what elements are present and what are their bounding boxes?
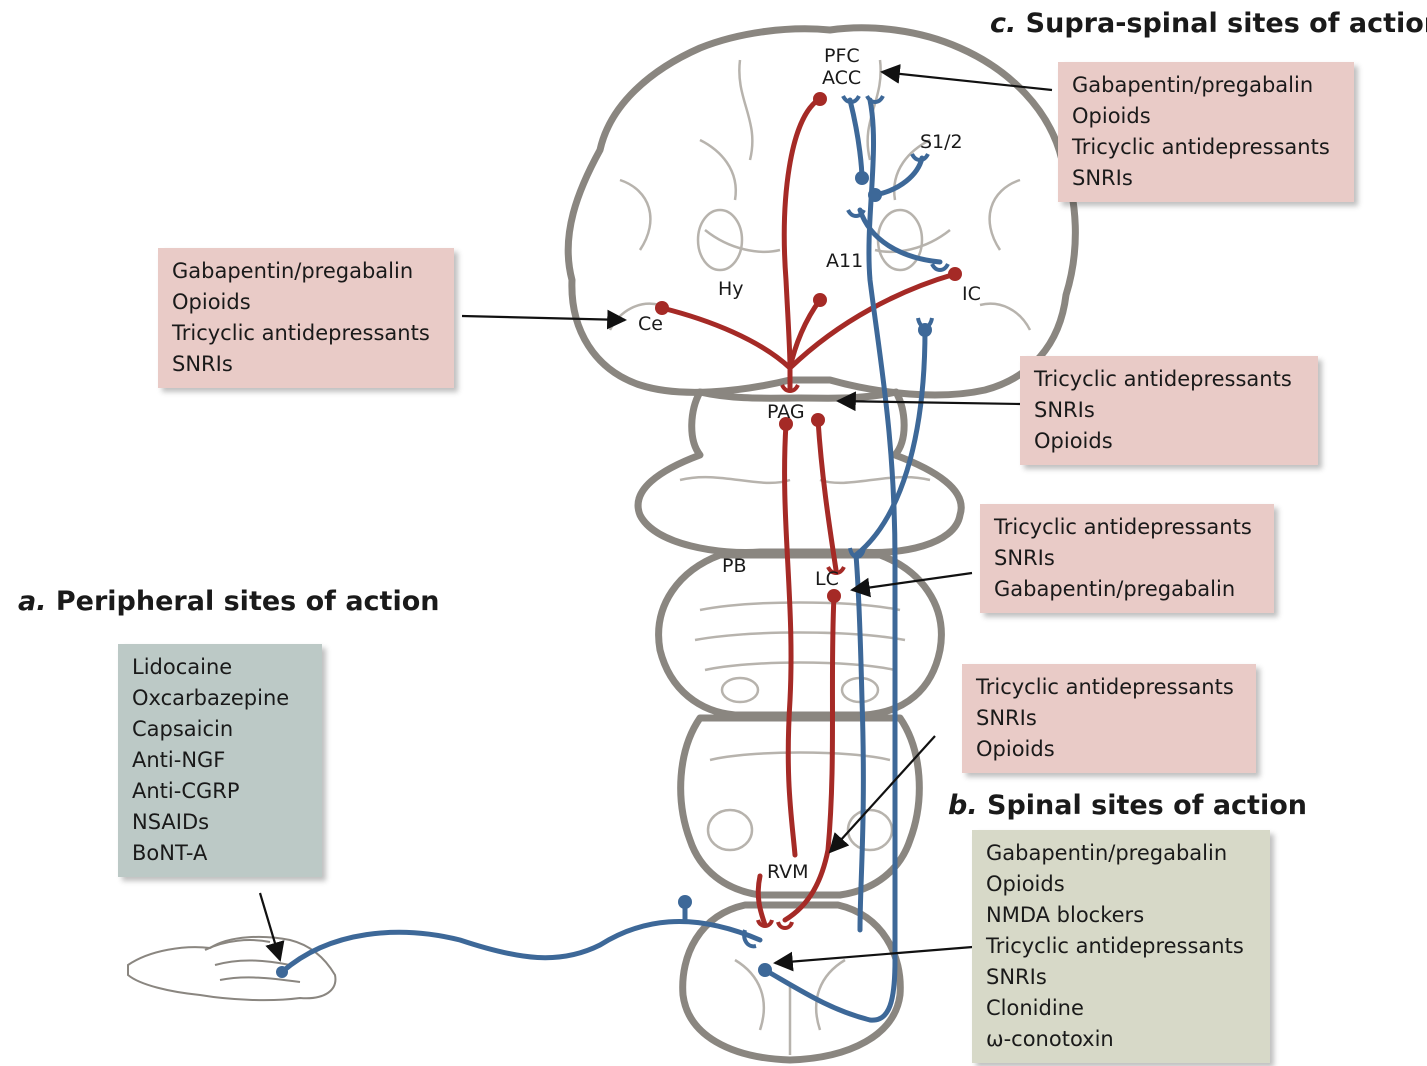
drug-item: SNRIs (1072, 163, 1340, 194)
region-label-pag: PAG (767, 401, 805, 423)
drug-item: SNRIs (172, 349, 440, 380)
rvm-drug-box: Tricyclic antidepressants SNRIs Opioids (962, 664, 1256, 773)
region-label-s12: S1/2 (920, 131, 963, 153)
drug-item: Tricyclic antidepressants (1072, 132, 1340, 163)
drug-item: SNRIs (1034, 395, 1304, 426)
pons-outline (659, 555, 942, 715)
drug-item: Tricyclic antidepressants (976, 672, 1242, 703)
drug-item: Opioids (172, 287, 440, 318)
drug-item: Clonidine (986, 993, 1256, 1024)
hand-illustration (128, 937, 335, 1000)
drug-item: Gabapentin/pregabalin (1072, 70, 1340, 101)
drug-item: Capsaicin (132, 714, 308, 745)
region-label-ic: IC (962, 283, 981, 305)
drug-item: Gabapentin/pregabalin (172, 256, 440, 287)
peripheral-heading-text: Peripheral sites of action (56, 586, 440, 617)
drug-item: BoNT-A (132, 838, 308, 869)
spinal-heading: b. Spinal sites of action (948, 790, 1307, 821)
acc-drug-box: Gabapentin/pregabalin Opioids Tricyclic … (1058, 62, 1354, 202)
drug-item: Tricyclic antidepressants (994, 512, 1260, 543)
drug-item: SNRIs (976, 703, 1242, 734)
region-label-hy: Hy (718, 278, 744, 300)
pag-drug-box: Tricyclic antidepressants SNRIs Opioids (1020, 356, 1318, 465)
spinal-drug-box: Gabapentin/pregabalin Opioids NMDA block… (972, 830, 1270, 1063)
drug-item: Opioids (1034, 426, 1304, 457)
drug-item: Anti-NGF (132, 745, 308, 776)
drug-item: Oxcarbazepine (132, 683, 308, 714)
drug-item: Opioids (1072, 101, 1340, 132)
lc-drug-box: Tricyclic antidepressants SNRIs Gabapent… (980, 504, 1274, 613)
supraspinal-heading-text: Supra-spinal sites of action (1026, 8, 1427, 39)
supraspinal-heading: c. Supra-spinal sites of action (990, 8, 1427, 39)
supraspinal-heading-letter: c. (990, 8, 1016, 39)
drug-item: Tricyclic antidepressants (172, 318, 440, 349)
drug-item: SNRIs (994, 543, 1260, 574)
drug-item: Lidocaine (132, 652, 308, 683)
drug-item: NSAIDs (132, 807, 308, 838)
drug-item: ω-conotoxin (986, 1024, 1256, 1055)
region-label-a11: A11 (826, 250, 863, 272)
peripheral-heading: a. Peripheral sites of action (18, 586, 439, 617)
ce-drug-box: Gabapentin/pregabalin Opioids Tricyclic … (158, 248, 454, 388)
drug-item: Tricyclic antidepressants (1034, 364, 1304, 395)
region-label-ce: Ce (638, 313, 663, 335)
drug-item: Tricyclic antidepressants (986, 931, 1256, 962)
drug-item: Opioids (976, 734, 1242, 765)
drug-item: Opioids (986, 869, 1256, 900)
peripheral-heading-letter: a. (18, 586, 46, 617)
region-label-pfc: PFC (824, 45, 860, 67)
spinal-heading-text: Spinal sites of action (987, 790, 1307, 821)
drug-item: SNRIs (986, 962, 1256, 993)
spinal-heading-letter: b. (948, 790, 978, 821)
region-label-rvm: RVM (767, 861, 809, 883)
drug-item: NMDA blockers (986, 900, 1256, 931)
region-label-acc: ACC (822, 67, 861, 89)
region-label-pb: PB (722, 555, 747, 577)
drug-item: Gabapentin/pregabalin (986, 838, 1256, 869)
peripheral-drug-box: Lidocaine Oxcarbazepine Capsaicin Anti-N… (118, 644, 322, 877)
region-label-lc: LC (815, 568, 839, 590)
drug-item: Gabapentin/pregabalin (994, 574, 1260, 605)
drug-item: Anti-CGRP (132, 776, 308, 807)
